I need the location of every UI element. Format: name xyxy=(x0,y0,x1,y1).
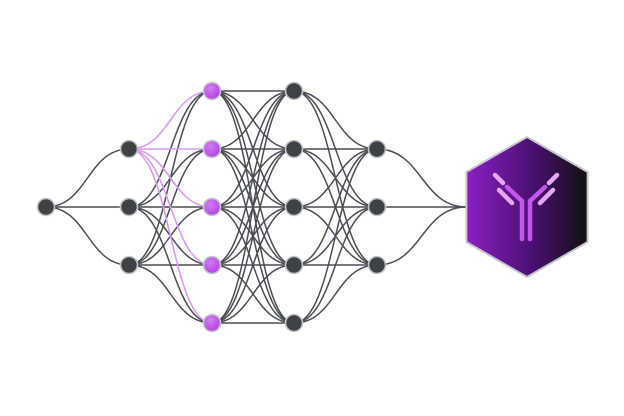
highlight-edge xyxy=(128,148,213,266)
edge xyxy=(128,264,213,324)
antibody-segment xyxy=(546,172,560,186)
node xyxy=(367,255,387,275)
edge xyxy=(45,206,130,266)
highlight-edge xyxy=(128,90,213,150)
edge xyxy=(293,148,378,266)
antibody-segment xyxy=(492,172,506,186)
edge xyxy=(293,148,378,208)
edge xyxy=(211,148,295,324)
output-edge xyxy=(376,206,467,266)
antibody-segment xyxy=(527,184,548,204)
output-hexagon xyxy=(465,135,589,279)
highlighted-node xyxy=(202,313,222,333)
node xyxy=(284,313,304,333)
edge xyxy=(211,90,295,324)
node xyxy=(367,197,387,217)
edge xyxy=(211,264,295,324)
antibody-segment xyxy=(496,187,515,206)
nodes-layer xyxy=(36,81,387,333)
node xyxy=(284,197,304,217)
highlighted-node xyxy=(202,197,222,217)
antibody-segment xyxy=(504,184,525,204)
highlighted-node xyxy=(202,255,222,275)
edge xyxy=(211,90,295,266)
node xyxy=(119,139,139,159)
edge xyxy=(293,90,378,150)
node xyxy=(284,255,304,275)
edge xyxy=(45,148,130,208)
output-edge xyxy=(376,148,467,208)
node xyxy=(367,139,387,159)
highlight-edge xyxy=(128,148,213,208)
highlight-edge xyxy=(128,148,213,324)
antibody-icon xyxy=(492,172,560,242)
node xyxy=(119,255,139,275)
edge xyxy=(211,90,295,208)
highlighted-node xyxy=(202,139,222,159)
edge xyxy=(293,148,378,324)
hexagon-shape xyxy=(465,135,589,279)
output-edges-layer xyxy=(376,148,467,266)
highlighted-node xyxy=(202,81,222,101)
highlight-edges-layer xyxy=(128,90,213,324)
edge xyxy=(211,206,295,324)
node xyxy=(284,81,304,101)
edge xyxy=(293,206,378,324)
antibody-segment xyxy=(537,187,556,206)
node xyxy=(284,139,304,159)
edges-layer xyxy=(45,90,378,324)
node xyxy=(119,197,139,217)
edge xyxy=(211,90,295,150)
edge xyxy=(293,264,378,324)
node xyxy=(36,197,56,217)
